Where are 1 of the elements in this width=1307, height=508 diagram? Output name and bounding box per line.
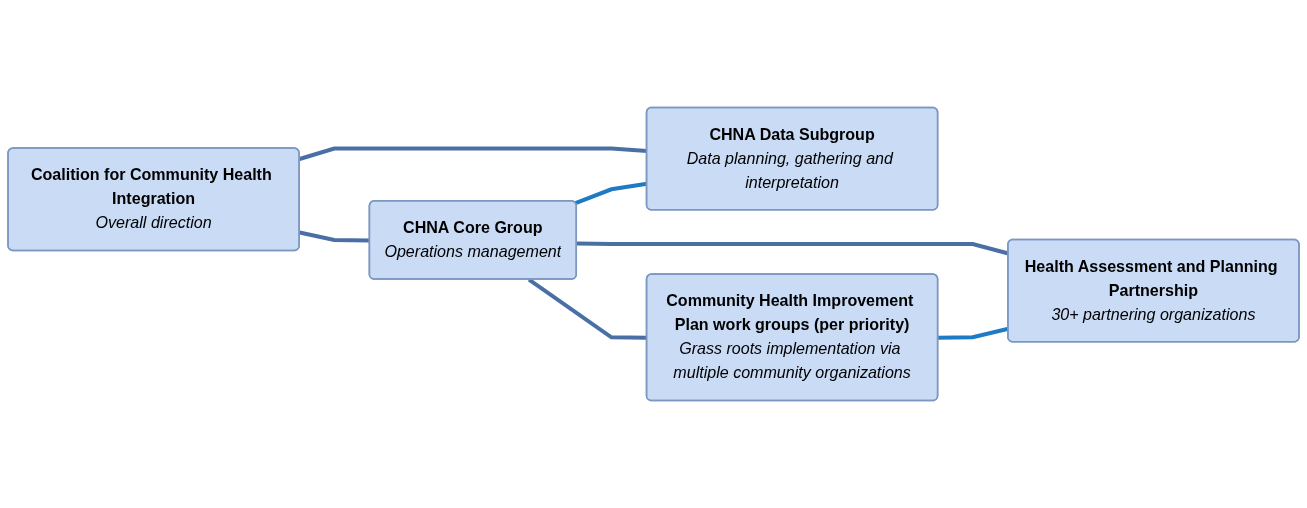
connector <box>299 230 370 243</box>
